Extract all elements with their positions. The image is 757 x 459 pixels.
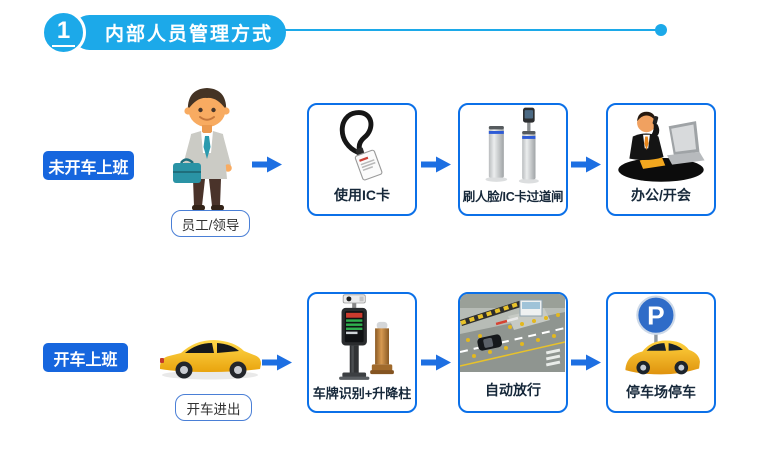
flow-step-label: 停车场停车 — [626, 384, 696, 400]
header-line — [282, 29, 660, 31]
flow-arrow-icon — [252, 156, 282, 173]
employee-person-icon — [173, 88, 232, 211]
flow-step-plate-recognition: 车牌识别+升降柱 — [307, 292, 417, 413]
flow-step-label: 使用IC卡 — [334, 187, 390, 203]
parking-sign-car-icon: P — [608, 294, 714, 382]
flow-arrow-icon — [421, 354, 451, 371]
ic-card-icon — [309, 105, 415, 185]
plate-camera-bollard-icon — [309, 294, 415, 383]
row2-tag: 开车上班 — [43, 343, 128, 372]
yellow-car-icon — [160, 340, 261, 380]
parking-sign-letter: P — [647, 300, 665, 330]
flow-step-parking: P 停车场停车 — [606, 292, 716, 413]
header-number: 1 — [51, 18, 76, 47]
page-title: 内部人员管理方式 — [104, 24, 273, 45]
turnstile-gate-icon — [460, 105, 566, 186]
flow-step-use-ic-card: 使用IC卡 — [307, 103, 417, 216]
header-number-badge: 1 — [41, 10, 86, 55]
flow-arrow-icon — [262, 354, 292, 371]
flow-arrow-icon — [421, 156, 451, 173]
flow-step-label: 车牌识别+升降柱 — [312, 386, 412, 401]
header-line-end-dot — [655, 24, 667, 36]
row2-subject-label: 开车进出 — [175, 394, 252, 421]
flow-step-label: 刷人脸/IC卡过道闸 — [462, 190, 564, 204]
auto-pass-entrance-photo — [460, 294, 566, 372]
office-meeting-icon — [608, 105, 714, 185]
header-title-pill: 内部人员管理方式 — [72, 15, 286, 50]
flow-arrow-icon — [571, 354, 601, 371]
flow-step-auto-pass: 自动放行 — [458, 292, 568, 413]
flow-step-face-ic-gate: 刷人脸/IC卡过道闸 — [458, 103, 568, 216]
row1-subject-label: 员工/领导 — [171, 210, 250, 237]
row1-tag: 未开车上班 — [43, 151, 134, 180]
flow-arrow-icon — [571, 156, 601, 173]
flow-step-office-meeting: 办公/开会 — [606, 103, 716, 216]
flow-step-label: 办公/开会 — [631, 187, 691, 203]
flow-step-label: 自动放行 — [485, 381, 541, 398]
